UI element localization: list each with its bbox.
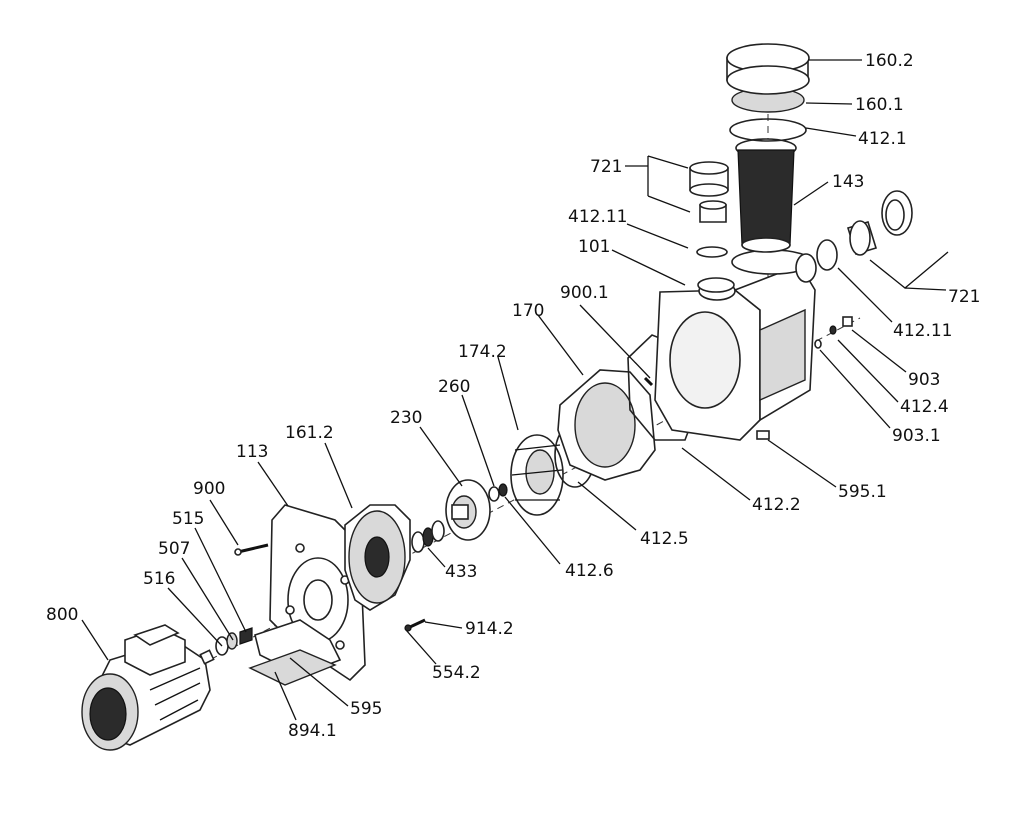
label-900-1: 900.1 — [560, 283, 609, 303]
label-914-2: 914.2 — [465, 619, 514, 639]
impeller — [445, 479, 491, 541]
label-595: 595 — [350, 699, 382, 719]
label-143: 143 — [832, 172, 864, 192]
mechanical-seal — [411, 520, 445, 553]
lid-assembly — [726, 43, 810, 142]
label-800: 800 — [46, 605, 78, 625]
diffuser — [510, 434, 564, 516]
label-412-1: 412.1 — [858, 129, 907, 149]
label-433: 433 — [445, 562, 477, 582]
drain-plugs — [756, 316, 853, 440]
label-507: 507 — [158, 539, 190, 559]
label-412-2: 412.2 — [752, 495, 801, 515]
label-516: 516 — [143, 569, 175, 589]
label-721-right: 721 — [948, 287, 980, 307]
label-554-2: 554.2 — [432, 663, 481, 683]
label-412-11-left: 412.11 — [568, 207, 627, 227]
volute — [557, 369, 656, 481]
label-160-2: 160.2 — [865, 51, 914, 71]
label-174-2: 174.2 — [458, 342, 507, 362]
seal-plate — [344, 504, 411, 611]
shaft-parts — [199, 627, 253, 665]
part-labels: 160.2 160.1 412.1 143 721 412.11 101 721… — [46, 51, 980, 741]
foot — [248, 649, 337, 686]
label-412-6: 412.6 — [565, 561, 614, 581]
label-101: 101 — [578, 237, 610, 257]
union-721-right — [816, 190, 913, 271]
label-903-1: 903.1 — [892, 426, 941, 446]
label-595-1: 595.1 — [838, 482, 887, 502]
label-894-1: 894.1 — [288, 721, 337, 741]
label-113: 113 — [236, 442, 268, 462]
label-900: 900 — [193, 479, 225, 499]
label-721-top: 721 — [590, 157, 622, 177]
leader-lines — [81, 59, 949, 721]
label-515: 515 — [172, 509, 204, 529]
label-412-4: 412.4 — [900, 397, 949, 417]
label-903: 903 — [908, 370, 940, 390]
union-721-top — [689, 161, 735, 293]
strainer-basket — [735, 138, 797, 253]
screw-900-1 — [643, 376, 654, 387]
label-161-2: 161.2 — [285, 423, 334, 443]
motor — [81, 624, 211, 751]
pump-housing — [654, 249, 817, 441]
label-412-5: 412.5 — [640, 529, 689, 549]
label-412-11-right: 412.11 — [893, 321, 952, 341]
impeller-screw — [488, 483, 508, 502]
label-170: 170 — [512, 301, 544, 321]
label-260: 260 — [438, 377, 470, 397]
label-160-1: 160.1 — [855, 95, 904, 115]
bolt-900 — [234, 543, 269, 556]
bolt-914-2 — [404, 618, 426, 632]
label-230: 230 — [390, 408, 422, 428]
